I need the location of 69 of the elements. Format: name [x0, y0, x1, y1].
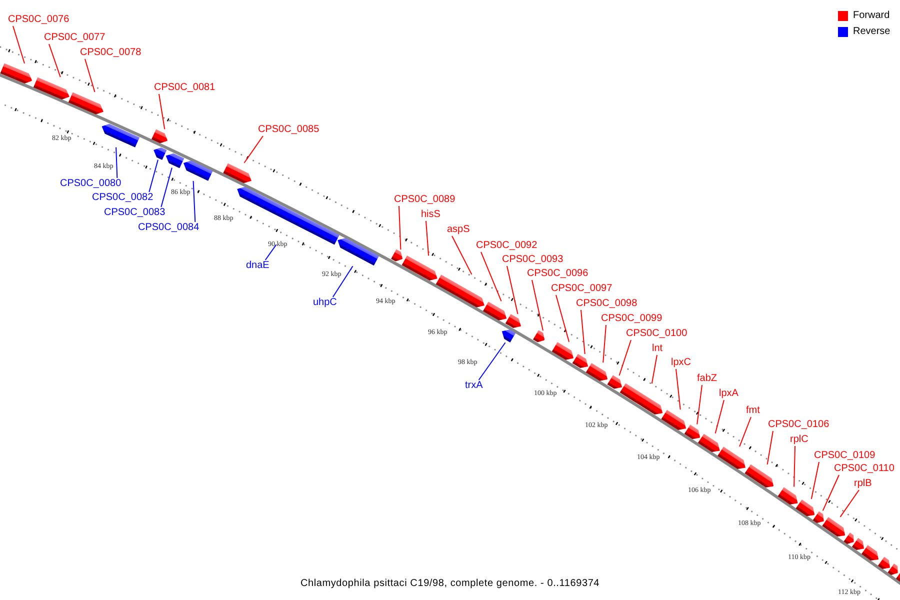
leader-line [810, 462, 820, 500]
gene-label: CPS0C_0082 [92, 192, 154, 204]
leader-line [532, 280, 544, 332]
leader-line [556, 294, 570, 342]
gene-label: CPS0C_0106 [768, 419, 830, 431]
leader-line [426, 220, 430, 256]
gene-label: CPS0C_0100 [626, 328, 688, 340]
leader-line [332, 266, 354, 298]
gene-label: CPS0C_0097 [551, 283, 612, 295]
gene-bar [888, 564, 900, 578]
leader-line [822, 474, 840, 512]
gene-label: CPS0C_0096 [527, 268, 588, 280]
leader-line [12, 26, 25, 64]
leader-line [840, 490, 860, 518]
gene-label: fmt [746, 405, 760, 417]
gene-label: CPS0C_0077 [44, 32, 106, 44]
leader-line [148, 159, 158, 192]
leader-line [602, 324, 606, 364]
leader-line [618, 340, 632, 376]
gene-label: CPS0C_0089 [394, 194, 456, 206]
gene-label: CPS0C_0109 [814, 450, 876, 462]
gene-label: dnaE [246, 260, 270, 272]
leader-line [480, 252, 502, 302]
gene-label: CPS0C_0093 [502, 254, 564, 266]
gene-label: CPS0C_0085 [258, 124, 320, 136]
leader-line [696, 384, 702, 425]
gene-label: CPS0C_0080 [60, 178, 122, 190]
leader-line [398, 206, 402, 250]
leader-line [739, 416, 752, 448]
leader-line [651, 354, 658, 384]
gene-label: fabZ [697, 373, 718, 385]
caption: Chlamydophila psittaci C19/98, complete genome. - 0..1169374 [299, 578, 601, 590]
leader-line [506, 266, 518, 315]
gene-label: rplC [790, 434, 808, 446]
leader-line [192, 180, 196, 222]
gene-label: CPS0C_0110 [834, 463, 894, 475]
leader-line [244, 136, 264, 164]
gene-label: CPS0C_0076 [8, 14, 70, 26]
leader-line [714, 400, 724, 434]
leader-line [84, 58, 96, 93]
leader-line [676, 368, 681, 410]
gene-label: trxA [465, 380, 483, 392]
gene-label: CPS0C_0084 [138, 222, 200, 234]
gene-bar [222, 162, 254, 186]
gene-label: CPS0C_0098 [576, 298, 638, 310]
leader-line [794, 446, 796, 488]
gene-label: CPS0C_0083 [104, 207, 166, 219]
leader-line [48, 44, 61, 78]
gene-label: CPS0C_0099 [601, 313, 662, 325]
gene-label: CPS0C_0092 [476, 240, 538, 252]
gene-label: lnt [652, 343, 663, 355]
gene-label: lpxC [671, 357, 692, 369]
gene-label: lpxA [719, 388, 738, 400]
gene-label: aspS [447, 224, 470, 236]
leader-line [478, 342, 506, 380]
legend-label: Reverse [853, 26, 890, 38]
leader-line [160, 167, 172, 208]
leader-line [116, 146, 118, 178]
gene-label: hisS [421, 209, 440, 221]
leader-line [158, 94, 166, 130]
gene-label: CPS0C_0078 [80, 47, 142, 59]
leader-line [766, 430, 774, 465]
gene-label: CPS0C_0081 [154, 82, 216, 94]
leader-line [264, 244, 277, 260]
legend-label: Forward [853, 10, 890, 22]
leader-line [580, 310, 586, 354]
leader-line [452, 236, 472, 275]
gene-label: rplB [854, 478, 872, 490]
gene-label: uhpC [313, 297, 337, 309]
